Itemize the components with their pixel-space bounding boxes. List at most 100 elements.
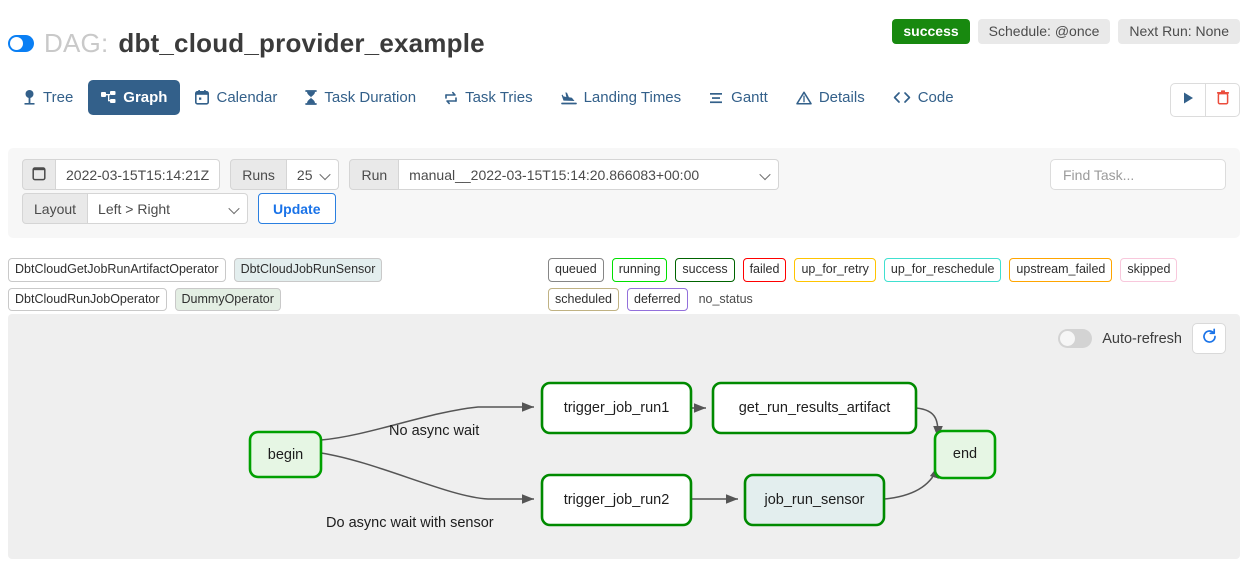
view-tabs: Tree Graph Calendar Task Duration Task T xyxy=(10,80,967,115)
graph-canvas[interactable]: Auto-refresh No async xyxy=(8,314,1240,559)
node-label: job_run_sensor xyxy=(764,492,865,508)
tree-icon xyxy=(23,90,36,105)
legend-state-queued[interactable]: queued xyxy=(548,258,604,282)
edge-label-do-async-wait: Do async wait with sensor xyxy=(326,515,494,531)
graph-node-begin[interactable]: begin xyxy=(248,430,323,479)
num-runs-select[interactable]: 25 xyxy=(286,159,340,190)
legend-operator[interactable]: DummyOperator xyxy=(174,287,281,311)
trigger-dag-button[interactable] xyxy=(1171,84,1205,116)
dag-title: DAG: dbt_cloud_provider_example xyxy=(8,28,485,59)
date-picker-button[interactable] xyxy=(22,159,56,190)
edge-begin-to-trigger1 xyxy=(320,402,534,441)
update-button[interactable]: Update xyxy=(258,193,336,224)
retry-icon xyxy=(444,91,458,105)
find-task-input[interactable]: Find Task... xyxy=(1050,159,1226,190)
plane-landing-icon xyxy=(560,91,577,105)
code-icon xyxy=(893,91,911,104)
legend-operator[interactable]: DbtCloudRunJobOperator xyxy=(8,287,167,311)
legend-state-scheduled[interactable]: scheduled xyxy=(548,287,619,311)
graph-node-trigger-job-run1[interactable]: trigger_job_run1 xyxy=(540,381,693,435)
legend-state-failed[interactable]: failed xyxy=(742,258,787,282)
legend-state-running[interactable]: running xyxy=(611,258,668,282)
edge-begin-to-trigger2 xyxy=(320,452,534,504)
tab-details[interactable]: Details xyxy=(783,80,878,115)
refresh-icon xyxy=(1201,328,1218,350)
graph-node-job-run-sensor[interactable]: job_run_sensor xyxy=(743,473,886,527)
details-triangle-icon xyxy=(796,91,812,105)
legend-state-skipped[interactable]: skipped xyxy=(1120,258,1178,282)
dag-graph-svg: No async wait Do async wait with sensor … xyxy=(248,381,997,531)
calendar-icon xyxy=(32,166,46,184)
node-label: begin xyxy=(268,447,303,463)
graph-edge-labels: No async wait Do async wait with sensor xyxy=(326,423,494,531)
tab-gantt[interactable]: Gantt xyxy=(696,80,781,115)
tab-task-tries-label: Task Tries xyxy=(465,89,533,106)
graph-toolbar: 2022-03-15T15:14:21Z Runs 25 Run manual_… xyxy=(8,148,1240,238)
next-run-badge: Next Run: None xyxy=(1118,19,1240,44)
tab-landing-times[interactable]: Landing Times xyxy=(548,80,695,115)
dag-action-buttons xyxy=(1170,83,1240,117)
spacer xyxy=(220,159,230,190)
legend-state-success[interactable]: success xyxy=(675,258,735,282)
schedule-badge: Schedule: @once xyxy=(977,19,1111,44)
spacer xyxy=(339,159,349,190)
legend-state-up-for-reschedule[interactable]: up_for_reschedule xyxy=(883,258,1002,282)
graph-node-trigger-job-run2[interactable]: trigger_job_run2 xyxy=(540,473,693,527)
tab-task-duration-label: Task Duration xyxy=(324,89,417,106)
tab-graph-label: Graph xyxy=(123,89,168,106)
tab-calendar[interactable]: Calendar xyxy=(182,80,290,115)
tab-landing-times-label: Landing Times xyxy=(583,89,682,106)
edge-artifact-to-end xyxy=(915,407,943,439)
gantt-icon xyxy=(709,91,724,105)
layout-select[interactable]: Left > Right xyxy=(88,193,249,224)
tab-tree-label: Tree xyxy=(43,89,74,106)
graph-node-end[interactable]: end xyxy=(933,429,997,480)
operator-legend: DbtCloudGetJobRunArtifactOperator DbtClo… xyxy=(8,258,538,311)
legend-operator[interactable]: DbtCloudJobRunSensor xyxy=(233,258,383,282)
tab-graph[interactable]: Graph xyxy=(88,80,181,115)
tab-code[interactable]: Code xyxy=(880,80,967,115)
state-legend: queued running success failed up_for_ret… xyxy=(548,258,1248,311)
page-header: DAG: dbt_cloud_provider_example success … xyxy=(0,0,1248,68)
run-label: Run xyxy=(349,159,400,190)
dag-pause-toggle[interactable] xyxy=(8,35,34,52)
node-label: get_run_results_artifact xyxy=(739,400,891,416)
edge-label-no-async-wait: No async wait xyxy=(389,423,479,439)
auto-refresh-toggle[interactable] xyxy=(1058,329,1093,348)
graph-legend: DbtCloudGetJobRunArtifactOperator DbtClo… xyxy=(8,256,1240,311)
node-label: end xyxy=(953,446,977,462)
tab-tree[interactable]: Tree xyxy=(10,80,86,115)
graph-node-get-run-results-artifact[interactable]: get_run_results_artifact xyxy=(711,381,918,435)
edge-sensor-to-end xyxy=(883,465,939,500)
toolbar-row-primary: 2022-03-15T15:14:21Z Runs 25 Run manual_… xyxy=(22,159,780,190)
graph-controls: Auto-refresh xyxy=(1058,323,1226,354)
legend-state-no-status: no_status xyxy=(698,291,753,306)
execution-date-input[interactable]: 2022-03-15T15:14:21Z xyxy=(56,159,221,190)
tab-calendar-label: Calendar xyxy=(216,89,278,106)
node-label: trigger_job_run2 xyxy=(564,492,670,508)
trash-icon xyxy=(1216,90,1230,110)
node-label: trigger_job_run1 xyxy=(564,400,670,416)
dag-label: DAG: xyxy=(44,28,109,58)
legend-operator[interactable]: DbtCloudGetJobRunArtifactOperator xyxy=(8,258,226,282)
calendar-icon xyxy=(195,90,210,105)
play-icon xyxy=(1182,91,1195,110)
auto-refresh-label: Auto-refresh xyxy=(1102,330,1182,347)
header-badges: success Schedule: @once Next Run: None xyxy=(892,19,1240,44)
legend-state-upstream-failed[interactable]: upstream_failed xyxy=(1009,258,1113,282)
delete-dag-button[interactable] xyxy=(1205,84,1239,116)
tab-task-duration[interactable]: Task Duration xyxy=(292,80,429,115)
runs-label: Runs xyxy=(230,159,287,190)
graph-icon xyxy=(101,90,116,105)
refresh-button[interactable] xyxy=(1192,323,1226,354)
tab-gantt-label: Gantt xyxy=(731,89,768,106)
toolbar-row-layout: Layout Left > Right Update xyxy=(22,193,336,224)
legend-state-deferred[interactable]: deferred xyxy=(627,287,688,311)
dag-name: dbt_cloud_provider_example xyxy=(118,28,485,58)
tab-code-label: Code xyxy=(917,89,954,106)
dag-run-select[interactable]: manual__2022-03-15T15:14:20.866083+00:00 xyxy=(399,159,780,190)
tab-details-label: Details xyxy=(818,89,865,106)
hourglass-icon xyxy=(305,90,318,105)
legend-state-up-for-retry[interactable]: up_for_retry xyxy=(794,258,876,282)
tab-task-tries[interactable]: Task Tries xyxy=(431,80,546,115)
